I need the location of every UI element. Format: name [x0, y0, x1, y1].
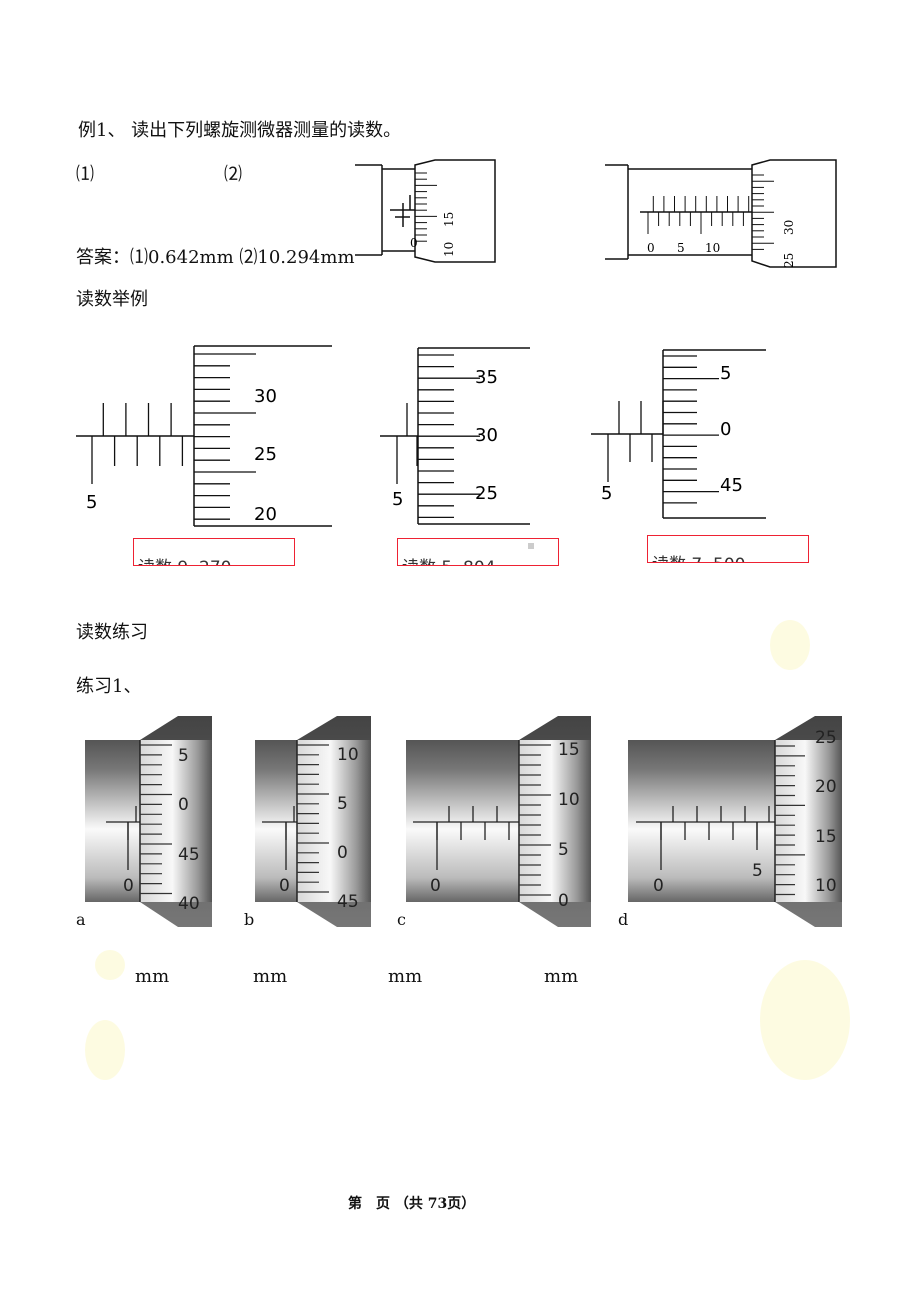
scan-mark — [528, 543, 534, 549]
answer-unit-d: mm — [544, 966, 579, 987]
reading-box-2: 读数 5. 804 mm — [397, 538, 559, 566]
example-label-1: ⑴ — [76, 164, 94, 185]
thimble-label: 0 — [178, 795, 189, 815]
thimble-label: 15 — [815, 827, 837, 847]
thimble-label: 5 — [337, 794, 348, 814]
reading-box-1: 读数 9. 270 mm — [133, 538, 295, 566]
thimble-label: 10 — [558, 790, 580, 810]
practice-figures: 0 5 0 45 40 0 10 5 0 45 0 15 10 5 0 — [85, 716, 842, 927]
thimble-label: 25 — [782, 253, 796, 268]
practice-subheading: 练习1、 — [76, 676, 142, 697]
reading-unit: mm — [237, 565, 256, 566]
paper-stain — [85, 1020, 125, 1080]
thimble-label: 10 — [337, 745, 359, 765]
sleeve-label: 0 — [647, 241, 655, 255]
practice-figure-c: 0 15 10 5 0 — [406, 716, 591, 927]
micrometer-figure-1: 0 15 10 — [355, 159, 496, 263]
thimble-label: 15 — [558, 740, 580, 760]
thimble-label: 45 — [178, 845, 200, 865]
practice-figure-a: 0 5 0 45 40 — [85, 716, 212, 927]
thimble-label: 10 — [442, 242, 456, 257]
thimble-label: 30 — [475, 425, 498, 446]
answer-unit-c: mm — [388, 966, 423, 987]
thimble-label: 15 — [442, 212, 456, 227]
thimble-label: 30 — [782, 220, 796, 235]
reading-prefix: 读数 — [138, 558, 172, 565]
thimble-label: 45 — [720, 475, 743, 496]
sleeve-label: 0 — [653, 876, 664, 896]
reading-prefix: 读数 — [652, 555, 686, 562]
example-label-2: ⑵ — [224, 164, 242, 185]
thimble-label: 0 — [337, 843, 348, 863]
paper-stain — [770, 620, 810, 670]
thimble-label: 0 — [558, 891, 569, 911]
reading-figure-2: 5 35 30 25 — [380, 347, 530, 525]
sleeve-label: 5 — [601, 483, 612, 504]
paper-stain — [760, 960, 850, 1080]
thimble-label: 25 — [815, 728, 837, 748]
sleeve-label: 0 — [430, 876, 441, 896]
sleeve-label: 0 — [123, 876, 134, 896]
example-answer: 答案：⑴0.642mm ⑵10.294mm — [76, 247, 355, 268]
answer-unit-a: mm — [135, 966, 170, 987]
thimble-label: 25 — [475, 483, 498, 504]
thimble-label: 5 — [178, 746, 189, 766]
reading-unit: mm — [751, 562, 770, 563]
sleeve-label: 0 — [410, 236, 418, 250]
reading-examples-heading: 读数举例 — [76, 289, 148, 310]
practice-label-c: c — [397, 910, 406, 929]
sleeve-label: 5 — [86, 492, 97, 513]
reading-unit: mm — [501, 565, 520, 566]
thimble-label: 40 — [178, 894, 200, 914]
thimble-label: 30 — [254, 386, 277, 407]
practice-label-d: d — [618, 910, 629, 929]
thimble-label: 5 — [558, 840, 569, 860]
thimble-label: 45 — [337, 892, 359, 912]
reading-prefix: 读数 — [402, 558, 436, 565]
reading-box-3: 读数 7. 500 mm — [647, 535, 809, 563]
sleeve-label: 5 — [752, 861, 763, 881]
thimble-label: 5 — [720, 363, 731, 384]
sleeve-label: 0 — [279, 876, 290, 896]
practice-label-b: b — [244, 910, 255, 929]
thimble-label: 25 — [254, 444, 277, 465]
sleeve-label: 5 — [392, 489, 403, 510]
thimble-label: 20 — [815, 777, 837, 797]
practice-figure-d: 0 5 25 20 15 10 — [628, 716, 842, 927]
thimble-label: 35 — [475, 367, 498, 388]
thimble-label: 10 — [815, 876, 837, 896]
example-title: 例1、 读出下列螺旋测微器测量的读数。 — [78, 120, 402, 141]
micrometer-figure-2: 0 5 10 30 25 — [605, 159, 837, 268]
reading-figure-1: 5 30 25 20 — [76, 345, 332, 527]
practice-figure-b: 0 10 5 0 45 — [255, 716, 371, 927]
reading-figure-3: 5 5 0 45 — [591, 349, 766, 519]
thimble-label: 20 — [254, 504, 277, 525]
reading-value: 7. 500 — [691, 555, 745, 562]
paper-stain — [95, 950, 125, 980]
sleeve-label: 5 — [677, 241, 685, 255]
page-footer: 第 页 （共 73页） — [348, 1196, 476, 1212]
sleeve-label: 10 — [705, 241, 720, 255]
reading-value: 5. 804 — [441, 558, 495, 565]
answer-unit-b: mm — [253, 966, 288, 987]
practice-heading: 读数练习 — [76, 622, 148, 643]
reading-value: 9. 270 — [177, 558, 231, 565]
thimble-label: 0 — [720, 419, 731, 440]
practice-label-a: a — [76, 910, 86, 929]
